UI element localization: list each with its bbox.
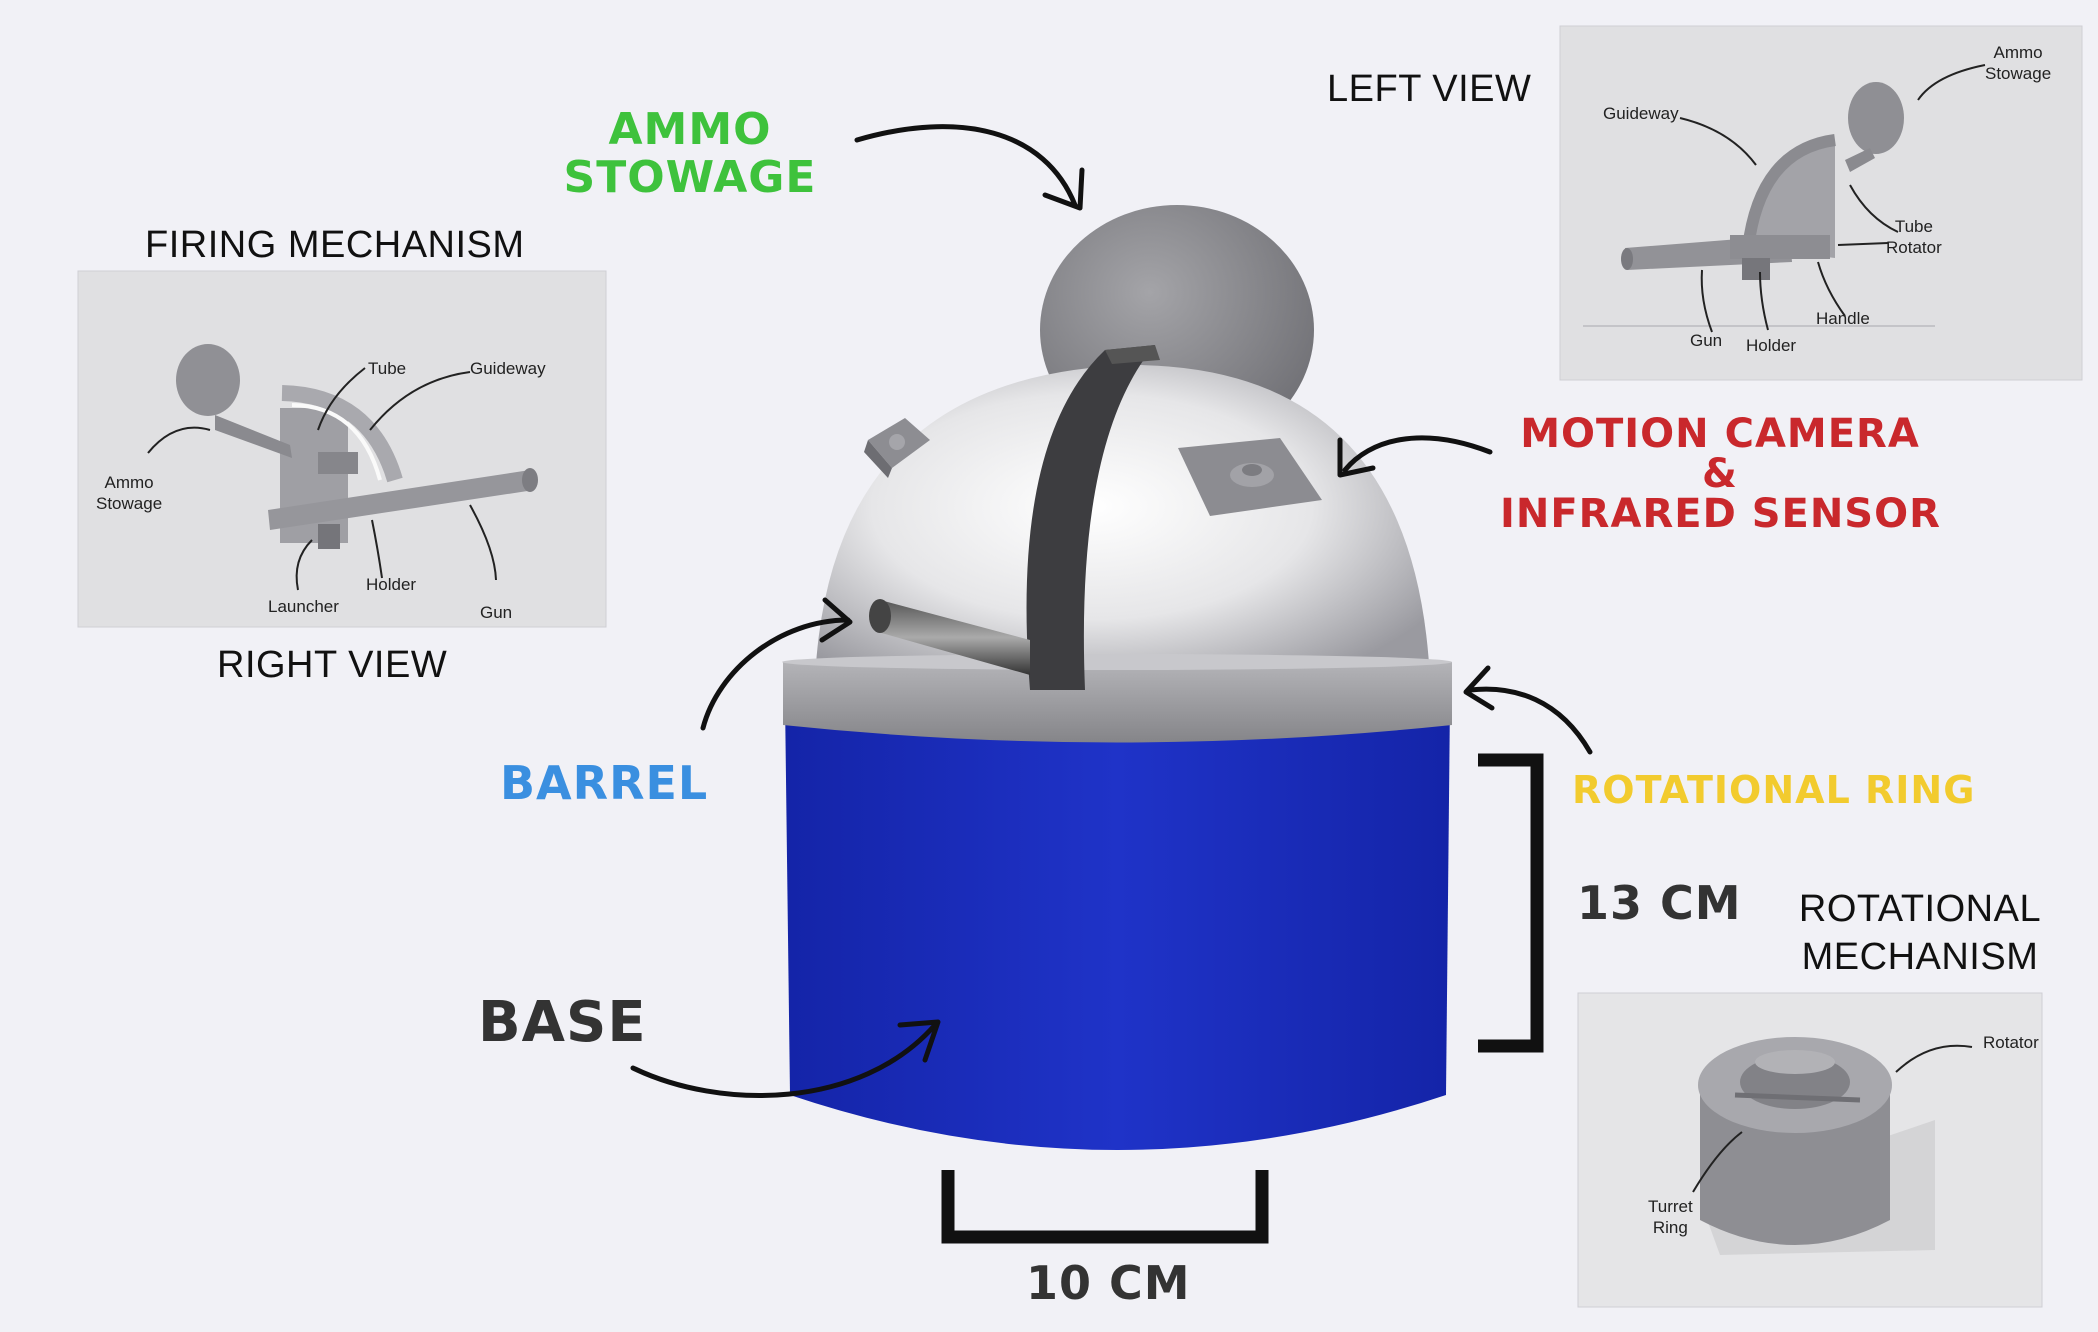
- bracket-height: [1478, 753, 1544, 1053]
- rv-gun-label: Gun: [480, 603, 513, 622]
- arrow-ammo-stowage: [854, 124, 1078, 208]
- label-ampersand: &: [1702, 451, 1738, 497]
- label-stowage-line2: STOWAGE: [563, 152, 817, 203]
- base-cylinder: [785, 700, 1450, 1150]
- label-infrared-sensor: INFRARED SENSOR: [1500, 491, 1941, 537]
- label-firing-mechanism: FIRING MECHANISM: [145, 224, 525, 266]
- label-width-dimension: 10 CM: [1026, 1256, 1191, 1310]
- lv-holder-label: Holder: [1746, 336, 1797, 355]
- label-mechanism-line2: MECHANISM: [1801, 936, 2039, 978]
- lv-ammo-line1: Ammo: [1993, 43, 2043, 62]
- label-left-view: LEFT VIEW: [1327, 68, 1532, 110]
- arrow-base: [630, 1022, 938, 1099]
- lv-gun-label: Gun: [1690, 331, 1723, 350]
- arrow-barrel: [700, 617, 851, 731]
- rv-stowage-line2: Stowage: [96, 494, 163, 513]
- barrel-shape: [878, 600, 1030, 675]
- lv-handle-label: Handle: [1816, 309, 1870, 328]
- label-motion-camera-line1: MOTION CAMERA: [1520, 411, 1920, 457]
- label-rotational-line1: ROTATIONAL: [1798, 888, 2042, 930]
- label-barrel: BARREL: [500, 756, 709, 810]
- arrow-rotational-ring: [1467, 686, 1593, 755]
- rv-holder-label: Holder: [366, 575, 417, 594]
- rv-ammo-line1: Ammo: [104, 473, 154, 492]
- rm-turret-ring-label: Turret Ring: [1648, 1196, 1693, 1238]
- rm-turret-line1: Turret: [1648, 1197, 1693, 1216]
- rm-rotator-label: Rotator: [1983, 1033, 2039, 1052]
- left-view-mechanism-drawing: [1583, 82, 1935, 327]
- lv-ammo-stowage-label: Ammo Stowage: [1985, 42, 2051, 84]
- rotational-mechanism-drawing: [1698, 1037, 1935, 1255]
- right-view-mechanism-drawing: [176, 344, 538, 549]
- rotational-ring-shape: [783, 662, 1452, 743]
- lv-tube-rotator-label: Tube Rotator: [1886, 216, 1942, 258]
- label-right-view: RIGHT VIEW: [217, 644, 448, 686]
- label-motion-camera: MOTION CAMERA & INFRARED SENSOR: [1500, 414, 1940, 534]
- arrow-motion-camera: [1342, 435, 1493, 473]
- rm-ring-line2: Ring: [1652, 1218, 1688, 1237]
- rv-launcher-label: Launcher: [268, 597, 339, 616]
- rv-guideway-label: Guideway: [470, 359, 546, 378]
- label-rotational-ring: ROTATIONAL RING: [1572, 768, 1976, 812]
- lv-stowage-line2: Stowage: [1985, 64, 2052, 83]
- label-base: BASE: [478, 990, 647, 1055]
- label-ammo-line1: AMMO: [608, 104, 772, 155]
- rv-ammo-stowage-label: Ammo Stowage: [96, 472, 162, 514]
- label-ammo-stowage: AMMO STOWAGE: [555, 106, 825, 202]
- label-height-dimension: 13 CM: [1577, 876, 1742, 930]
- lv-tube-line1: Tube: [1894, 217, 1933, 236]
- label-rotational-mechanism: ROTATIONAL MECHANISM: [1790, 885, 2050, 981]
- rv-tube-label: Tube: [368, 359, 407, 378]
- bracket-width: [941, 1170, 1269, 1244]
- lv-guideway-label: Guideway: [1603, 104, 1679, 123]
- lv-rotator-line2: Rotator: [1886, 238, 1942, 257]
- guideway-arc: [1026, 345, 1155, 690]
